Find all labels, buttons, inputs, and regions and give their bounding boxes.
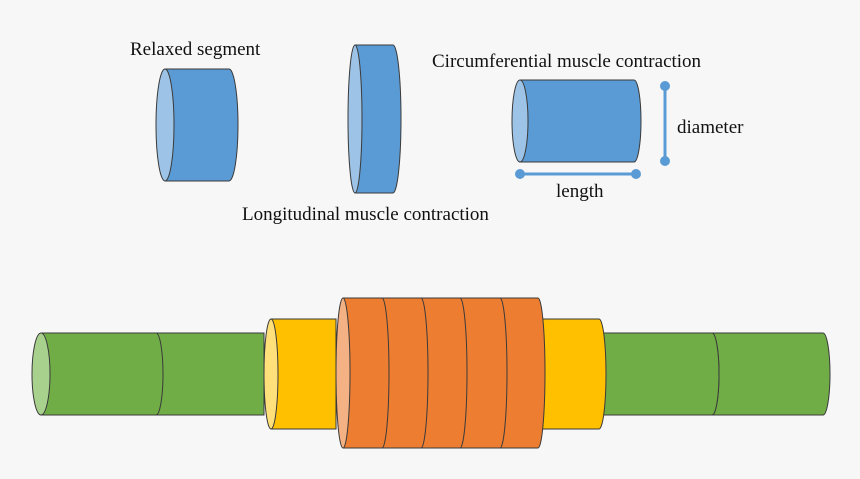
diameter-indicator xyxy=(660,81,670,166)
tube-green-right xyxy=(599,332,831,416)
longitudinal-contraction-label: Longitudinal muscle contraction xyxy=(242,204,489,225)
diameter-label: diameter xyxy=(677,117,744,138)
tube-yellow-right xyxy=(537,318,607,430)
tube-yellow-left xyxy=(263,318,337,430)
relaxed-segment-cylinder xyxy=(155,68,239,182)
circumferential-contraction-cylinder xyxy=(511,79,642,163)
length-indicator xyxy=(515,169,641,179)
tube-green-left xyxy=(31,332,265,416)
length-label: length xyxy=(556,181,604,202)
relaxed-segment-label: Relaxed segment xyxy=(130,39,261,60)
tube-orange-band xyxy=(335,297,546,449)
circumferential-contraction-label: Circumferential muscle contraction xyxy=(432,51,702,72)
longitudinal-contraction-cylinder xyxy=(347,44,402,194)
